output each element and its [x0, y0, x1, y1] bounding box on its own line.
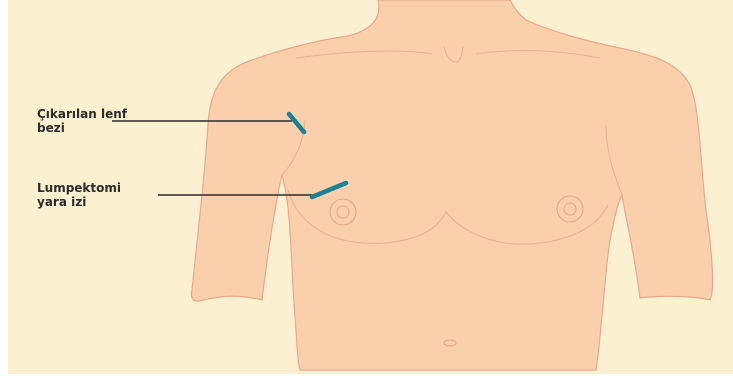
lumpectomy-label-line1: Lumpektomi [37, 181, 121, 195]
lymph-node-label-line2: bezi [37, 121, 127, 135]
lymph-node-label-line1: Çıkarılan lenf [37, 107, 127, 121]
lumpectomy-label-line2: yara izi [37, 195, 121, 209]
lumpectomy-callout: Lumpektomi yara izi [37, 181, 121, 209]
lymph-node-callout: Çıkarılan lenf bezi [37, 107, 127, 135]
